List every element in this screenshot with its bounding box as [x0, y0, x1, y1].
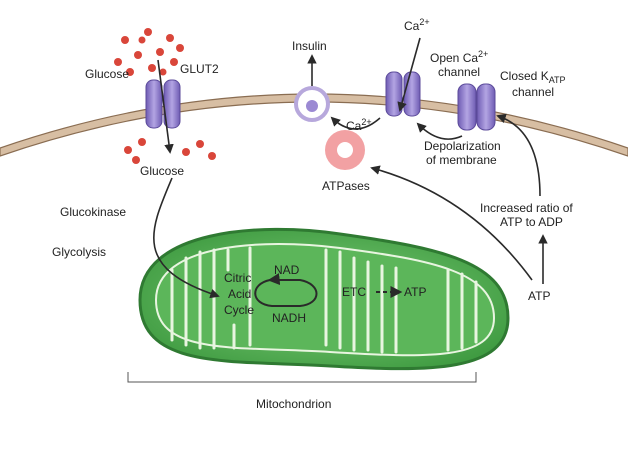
- label-citric: Citric: [224, 271, 251, 285]
- label-glucose-outside: Glucose: [85, 67, 129, 81]
- insulin-vesicle: [294, 86, 330, 122]
- label-glucokinase: Glucokinase: [60, 205, 126, 219]
- label-open-channel-2: channel: [438, 65, 480, 79]
- label-open-channel: Open Ca2+: [430, 49, 488, 65]
- atpases-ring: [325, 130, 365, 170]
- label-cycle: Cycle: [224, 303, 254, 317]
- label-closed-katp-2: channel: [512, 85, 554, 99]
- label-atpases: ATPases: [322, 179, 370, 193]
- label-nadh: NADH: [272, 311, 306, 325]
- label-glucose-inside: Glucose: [140, 164, 184, 178]
- ratio-to-katp-arrow: [496, 113, 541, 197]
- label-atp-right: ATP: [528, 289, 550, 303]
- atp-to-atpases-arrow: [370, 165, 533, 281]
- label-glycolysis: Glycolysis: [52, 245, 106, 259]
- label-ca-inner: Ca2+: [346, 117, 372, 133]
- label-depolarization-2: of membrane: [426, 153, 497, 167]
- label-glut2: GLUT2: [180, 62, 219, 76]
- open-calcium-channel: [385, 71, 421, 117]
- glycolysis-arrow: [152, 177, 220, 299]
- label-nad: NAD: [274, 263, 300, 277]
- calcium-to-vesicle-arrow: [330, 116, 381, 130]
- label-ratio-2: ATP to ADP: [500, 215, 563, 229]
- mitochondrial-cristae: [170, 246, 478, 354]
- label-ca-top: Ca2+: [404, 17, 430, 33]
- label-closed-katp: Closed KATP: [500, 69, 566, 85]
- label-atp-mito: ATP: [404, 285, 426, 299]
- calcium-influx-arrow: [397, 37, 421, 112]
- label-acid: Acid: [228, 287, 251, 301]
- glucose-molecules-outside: [114, 28, 184, 76]
- mitochondrion-bracket: [127, 372, 477, 383]
- label-mitochondrion: Mitochondrion: [256, 397, 331, 411]
- glucose-molecules-inside: [124, 138, 216, 164]
- depolarization-arrow: [416, 122, 463, 140]
- label-ratio: Increased ratio of: [480, 201, 573, 215]
- glucose-transport-arrow: [157, 59, 174, 154]
- label-depolarization: Depolarization: [424, 139, 501, 153]
- mitochondrion: [138, 227, 510, 371]
- label-etc: ETC: [342, 285, 366, 299]
- closed-katp-channel: [457, 83, 496, 131]
- label-insulin: Insulin: [292, 39, 327, 53]
- nad-nadh-cycle: [254, 280, 318, 307]
